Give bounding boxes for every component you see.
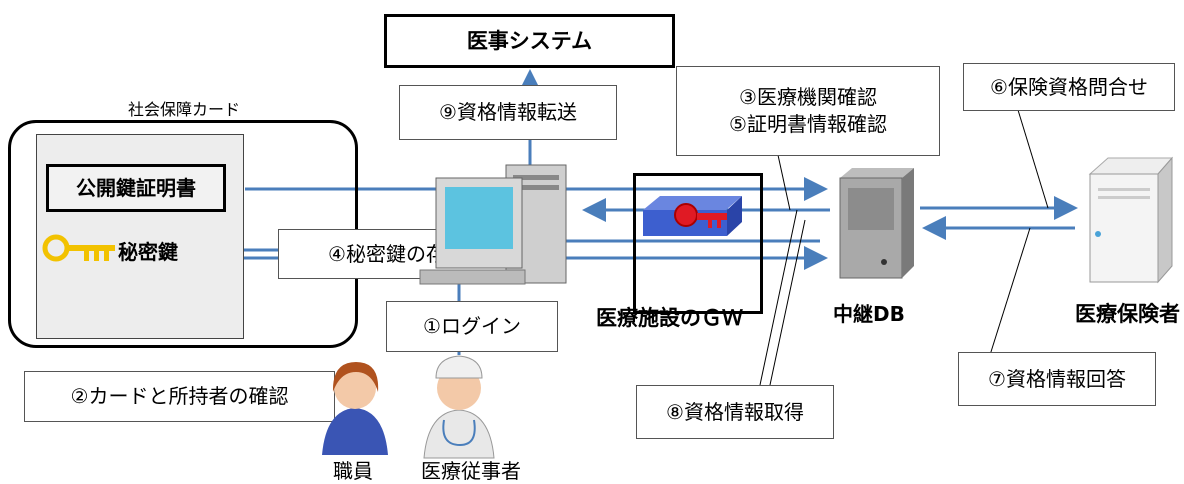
- step-7-callout: ⑦資格情報回答: [958, 352, 1156, 406]
- step-1-callout: ①ログイン: [386, 301, 558, 352]
- certificate-box: 公開鍵証明書: [46, 164, 226, 212]
- leader-s6: [1017, 109, 1049, 209]
- step-2-callout: ②カードと所持者の確認: [24, 371, 335, 422]
- gateway-frame: [633, 173, 763, 314]
- practitioner-label: 医療従事者: [421, 459, 521, 483]
- medical-system-label: 医事システム: [466, 28, 593, 53]
- staff-label: 職員: [333, 459, 373, 483]
- step-9-text: ⑨資格情報転送: [439, 100, 577, 124]
- leader-s3: [777, 154, 791, 211]
- relay-db-label: 中継DB: [833, 302, 905, 326]
- step-3-5-callout: ③医療機関確認 ⑤証明書情報確認: [676, 66, 940, 156]
- step-1-text: ①ログイン: [423, 314, 521, 338]
- private-key-label: 秘密鍵: [118, 240, 178, 264]
- gateway-label: 医療施設のＧＷ: [596, 306, 743, 330]
- medical-system-box: 医事システム: [384, 14, 675, 68]
- step-9-callout: ⑨資格情報転送: [399, 85, 617, 140]
- step-2-text: ②カードと所持者の確認: [70, 384, 289, 408]
- step-6-text: ⑥保険資格問合せ: [990, 74, 1148, 99]
- card-caption: 社会保障カード: [128, 100, 241, 119]
- step-6-callout: ⑥保険資格問合せ: [963, 63, 1175, 111]
- step-7-text: ⑦資格情報回答: [988, 366, 1126, 391]
- leader-s8b: [769, 219, 806, 386]
- step-5-text: ⑤証明書情報確認: [729, 112, 887, 136]
- step-8-callout: ⑧資格情報取得: [636, 385, 834, 439]
- leader-s7: [989, 227, 1031, 356]
- leader-s8: [759, 209, 798, 386]
- step-8-text: ⑧資格情報取得: [666, 399, 804, 424]
- step-3-text: ③医療機関確認: [739, 85, 877, 109]
- certificate-label: 公開鍵証明書: [76, 175, 196, 200]
- insurer-label: 医療保険者: [1075, 302, 1180, 326]
